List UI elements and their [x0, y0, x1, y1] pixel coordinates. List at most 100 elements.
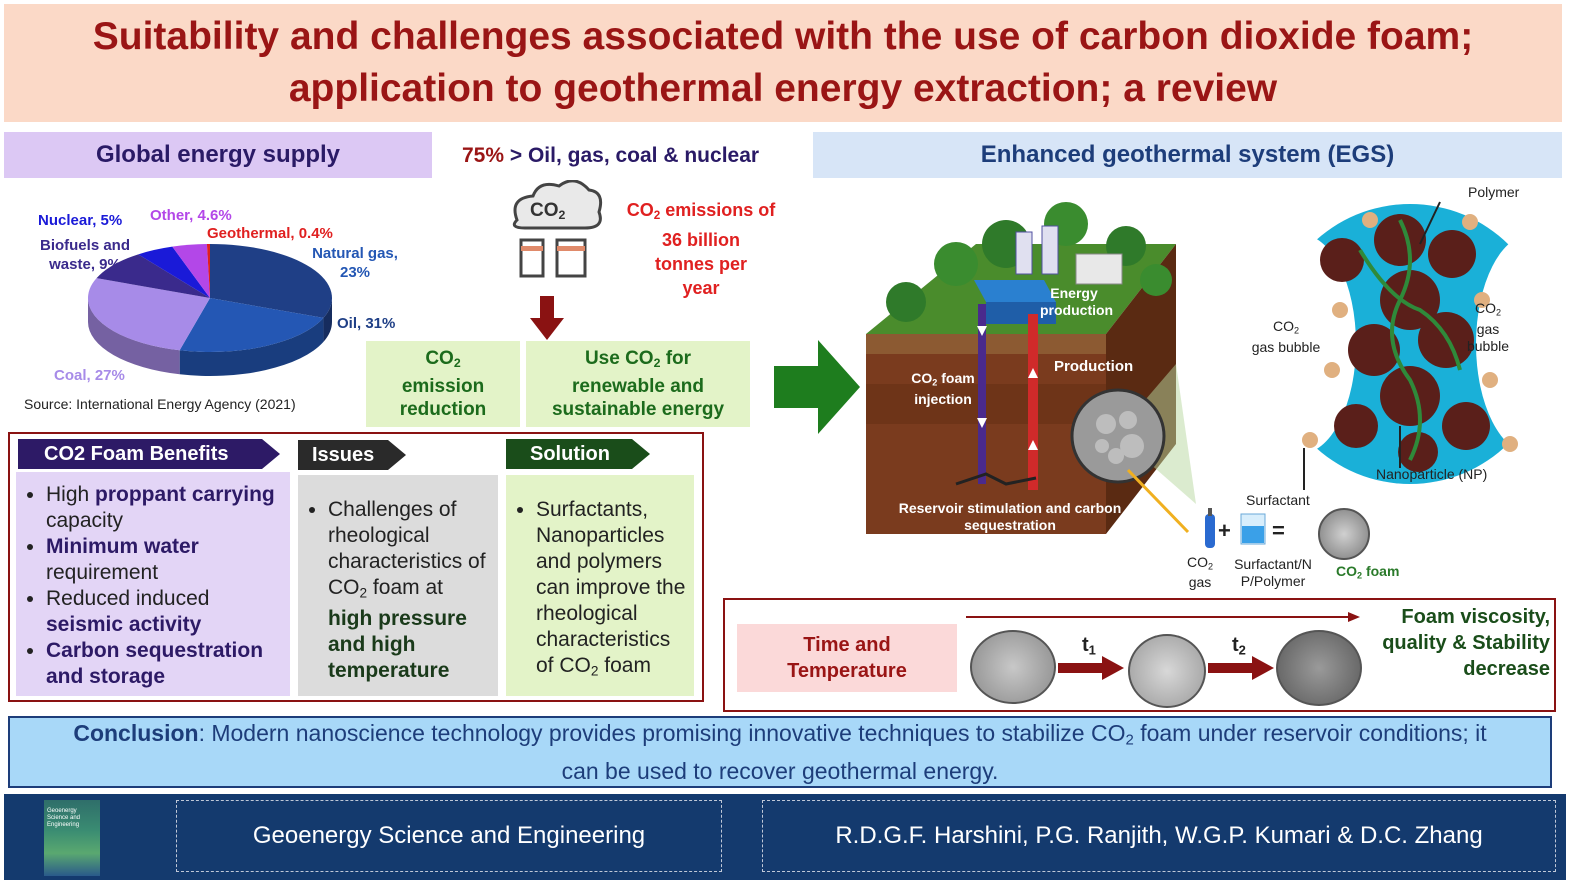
em-sub: 2	[653, 208, 661, 222]
benefits-column: High proppant carrying capacity Minimum …	[16, 472, 290, 696]
conclusion-text: Conclusion: Modern nanoscience technolog…	[70, 718, 1490, 786]
pie-label-natural-gas: Natural gas, 23%	[312, 245, 398, 281]
ren-c: renewable and	[572, 376, 704, 398]
pie-slice-1	[179, 298, 324, 352]
time-temp-text: Time and Temperature	[787, 634, 907, 682]
inj-b: foam injection	[914, 370, 975, 408]
co2-cylinder-icon	[1205, 508, 1215, 548]
solution-tab: Solution	[530, 442, 610, 465]
ren-a: Use CO	[584, 347, 654, 369]
pie-label-oil: Oil, 31%	[337, 315, 396, 332]
foam-t1-icon	[1128, 634, 1206, 708]
b2-pre: Reduced induced	[46, 587, 210, 610]
ren-d: sustainable energy	[551, 399, 725, 421]
pie-label-nuclear: Nuclear, 5%	[38, 212, 123, 229]
global-supply-header-text: Global energy supply	[95, 141, 341, 168]
br-b: gas	[1476, 321, 1500, 338]
issue-sub: 2	[359, 585, 368, 601]
benefits-list: High proppant carrying capacity Minimum …	[26, 482, 282, 690]
right-arrow-icon	[774, 340, 860, 434]
cloud-label: CO2	[530, 200, 565, 222]
global-supply-header: Global energy supply	[4, 132, 432, 178]
benefit-item: High proppant carrying capacity	[46, 482, 282, 534]
conclusion-box: Conclusion: Modern nanoscience technolog…	[8, 716, 1552, 788]
pie-side-2	[87, 298, 180, 375]
ren-b: for	[660, 347, 692, 369]
issues-list: Challenges of rheological characteristic…	[308, 497, 490, 684]
egs-header-text: Enhanced geothermal system (EGS)	[980, 141, 1395, 168]
t1-label: t1	[1082, 634, 1096, 657]
gas-bubble-right-label: CO2 gas bubble	[1460, 300, 1516, 355]
pie-side-0	[323, 298, 332, 342]
benefits-frame	[8, 432, 704, 702]
decay-frame	[723, 598, 1556, 712]
pie-slice-4	[138, 246, 210, 298]
beaker-icon	[1240, 513, 1266, 545]
benefit-item: Carbon sequestration and storage	[46, 638, 282, 690]
emissions-text: CO2 emissions of 36 billion tonnes per y…	[606, 198, 796, 300]
b0-pre: High	[46, 483, 96, 506]
em-a: CO	[626, 200, 654, 220]
pie-label-coal: Coal, 27%	[54, 367, 125, 384]
energy-pie-chart	[87, 244, 332, 376]
page-title: Suitability and challenges associated wi…	[92, 15, 1474, 110]
br-sub: 2	[1495, 307, 1502, 318]
issue-b: foam at	[367, 576, 443, 599]
factory-icon	[512, 180, 603, 278]
emissions-line2: 36 billion	[661, 229, 740, 250]
issues-tab: Issues	[312, 443, 375, 466]
down-arrow-icon	[530, 296, 564, 340]
pie-slice-2	[87, 278, 210, 351]
issue-item: Challenges of rheological characteristic…	[328, 497, 490, 684]
red-sub: 2	[453, 356, 461, 371]
pie-label-biofuels: Biofuels and waste, 9%	[39, 237, 130, 273]
fossil-share: 75% > Oil, gas, coal & nuclear	[462, 144, 802, 168]
energy-production-label: Energy production	[1040, 285, 1114, 318]
conclusion-sub: 2	[1125, 731, 1134, 749]
nanoparticle-label: Nanoparticle (NP)	[1376, 466, 1488, 482]
reservoir-label: Reservoir stimulation and carbon sequest…	[898, 500, 1122, 533]
fossil-share-text: > Oil, gas, coal & nuclear	[509, 144, 760, 167]
benefit-item: Minimum water requirement	[46, 534, 282, 586]
red-a: CO	[425, 347, 454, 369]
conclusion-a: : Modern nanoscience technology provides…	[198, 720, 1126, 747]
t1-t: t	[1082, 634, 1089, 656]
emissions-line1: CO2 emissions of	[606, 198, 796, 228]
sol-sub: 2	[590, 663, 599, 679]
b3-bold: Carbon sequestration and storage	[46, 639, 264, 688]
b1-bold: Minimum water	[46, 535, 199, 558]
decay-timeline-arrow	[966, 612, 1360, 622]
egs-header: Enhanced geothermal system (EGS)	[813, 132, 1562, 178]
foam-t2-icon	[1276, 630, 1362, 706]
cf-sub: 2	[1357, 570, 1363, 581]
benefits-tab-shape	[18, 439, 280, 469]
t2-label: t2	[1232, 634, 1246, 657]
solution-list: Surfactants, Nanoparticles and polymers …	[516, 497, 688, 684]
emissions-line3: tonnes per	[654, 253, 747, 274]
co2-reduction-box: CO2 emission reduction	[366, 341, 520, 427]
bl-sub: 2	[1293, 325, 1300, 336]
inj-sub: 2	[932, 377, 938, 388]
authors: R.D.G.F. Harshini, P.G. Ranjith, W.G.P. …	[835, 822, 1483, 849]
t2-arrow-icon	[1208, 656, 1274, 680]
pie-slice-3	[96, 254, 210, 298]
benefits-tab: CO2 Foam Benefits	[44, 442, 229, 465]
t2-sub: 2	[1238, 642, 1246, 658]
polymer-label: Polymer	[1468, 184, 1520, 200]
equals-sign: =	[1272, 518, 1285, 543]
br-a: CO	[1474, 300, 1496, 316]
solution-item: Surfactants, Nanoparticles and polymers …	[536, 497, 688, 684]
foam-sample-icon	[1318, 508, 1370, 560]
cg-b: gas	[1188, 574, 1212, 591]
emissions-line4: year	[682, 277, 720, 298]
pie-side-1	[179, 317, 324, 376]
pie-depth	[87, 298, 332, 376]
solution-column: Surfactants, Nanoparticles and polymers …	[506, 475, 694, 696]
issue-a: Challenges of rheological characteristic…	[328, 498, 486, 599]
cf-a: CO	[1336, 563, 1357, 579]
egs-illustration	[866, 202, 1196, 534]
pie-slice-5	[172, 244, 210, 298]
issues-tab-shape	[298, 440, 406, 470]
pie-label-other: Other, 4.6%	[150, 207, 232, 224]
mix-label: Surfactant/NP/Polymer	[1234, 556, 1312, 589]
